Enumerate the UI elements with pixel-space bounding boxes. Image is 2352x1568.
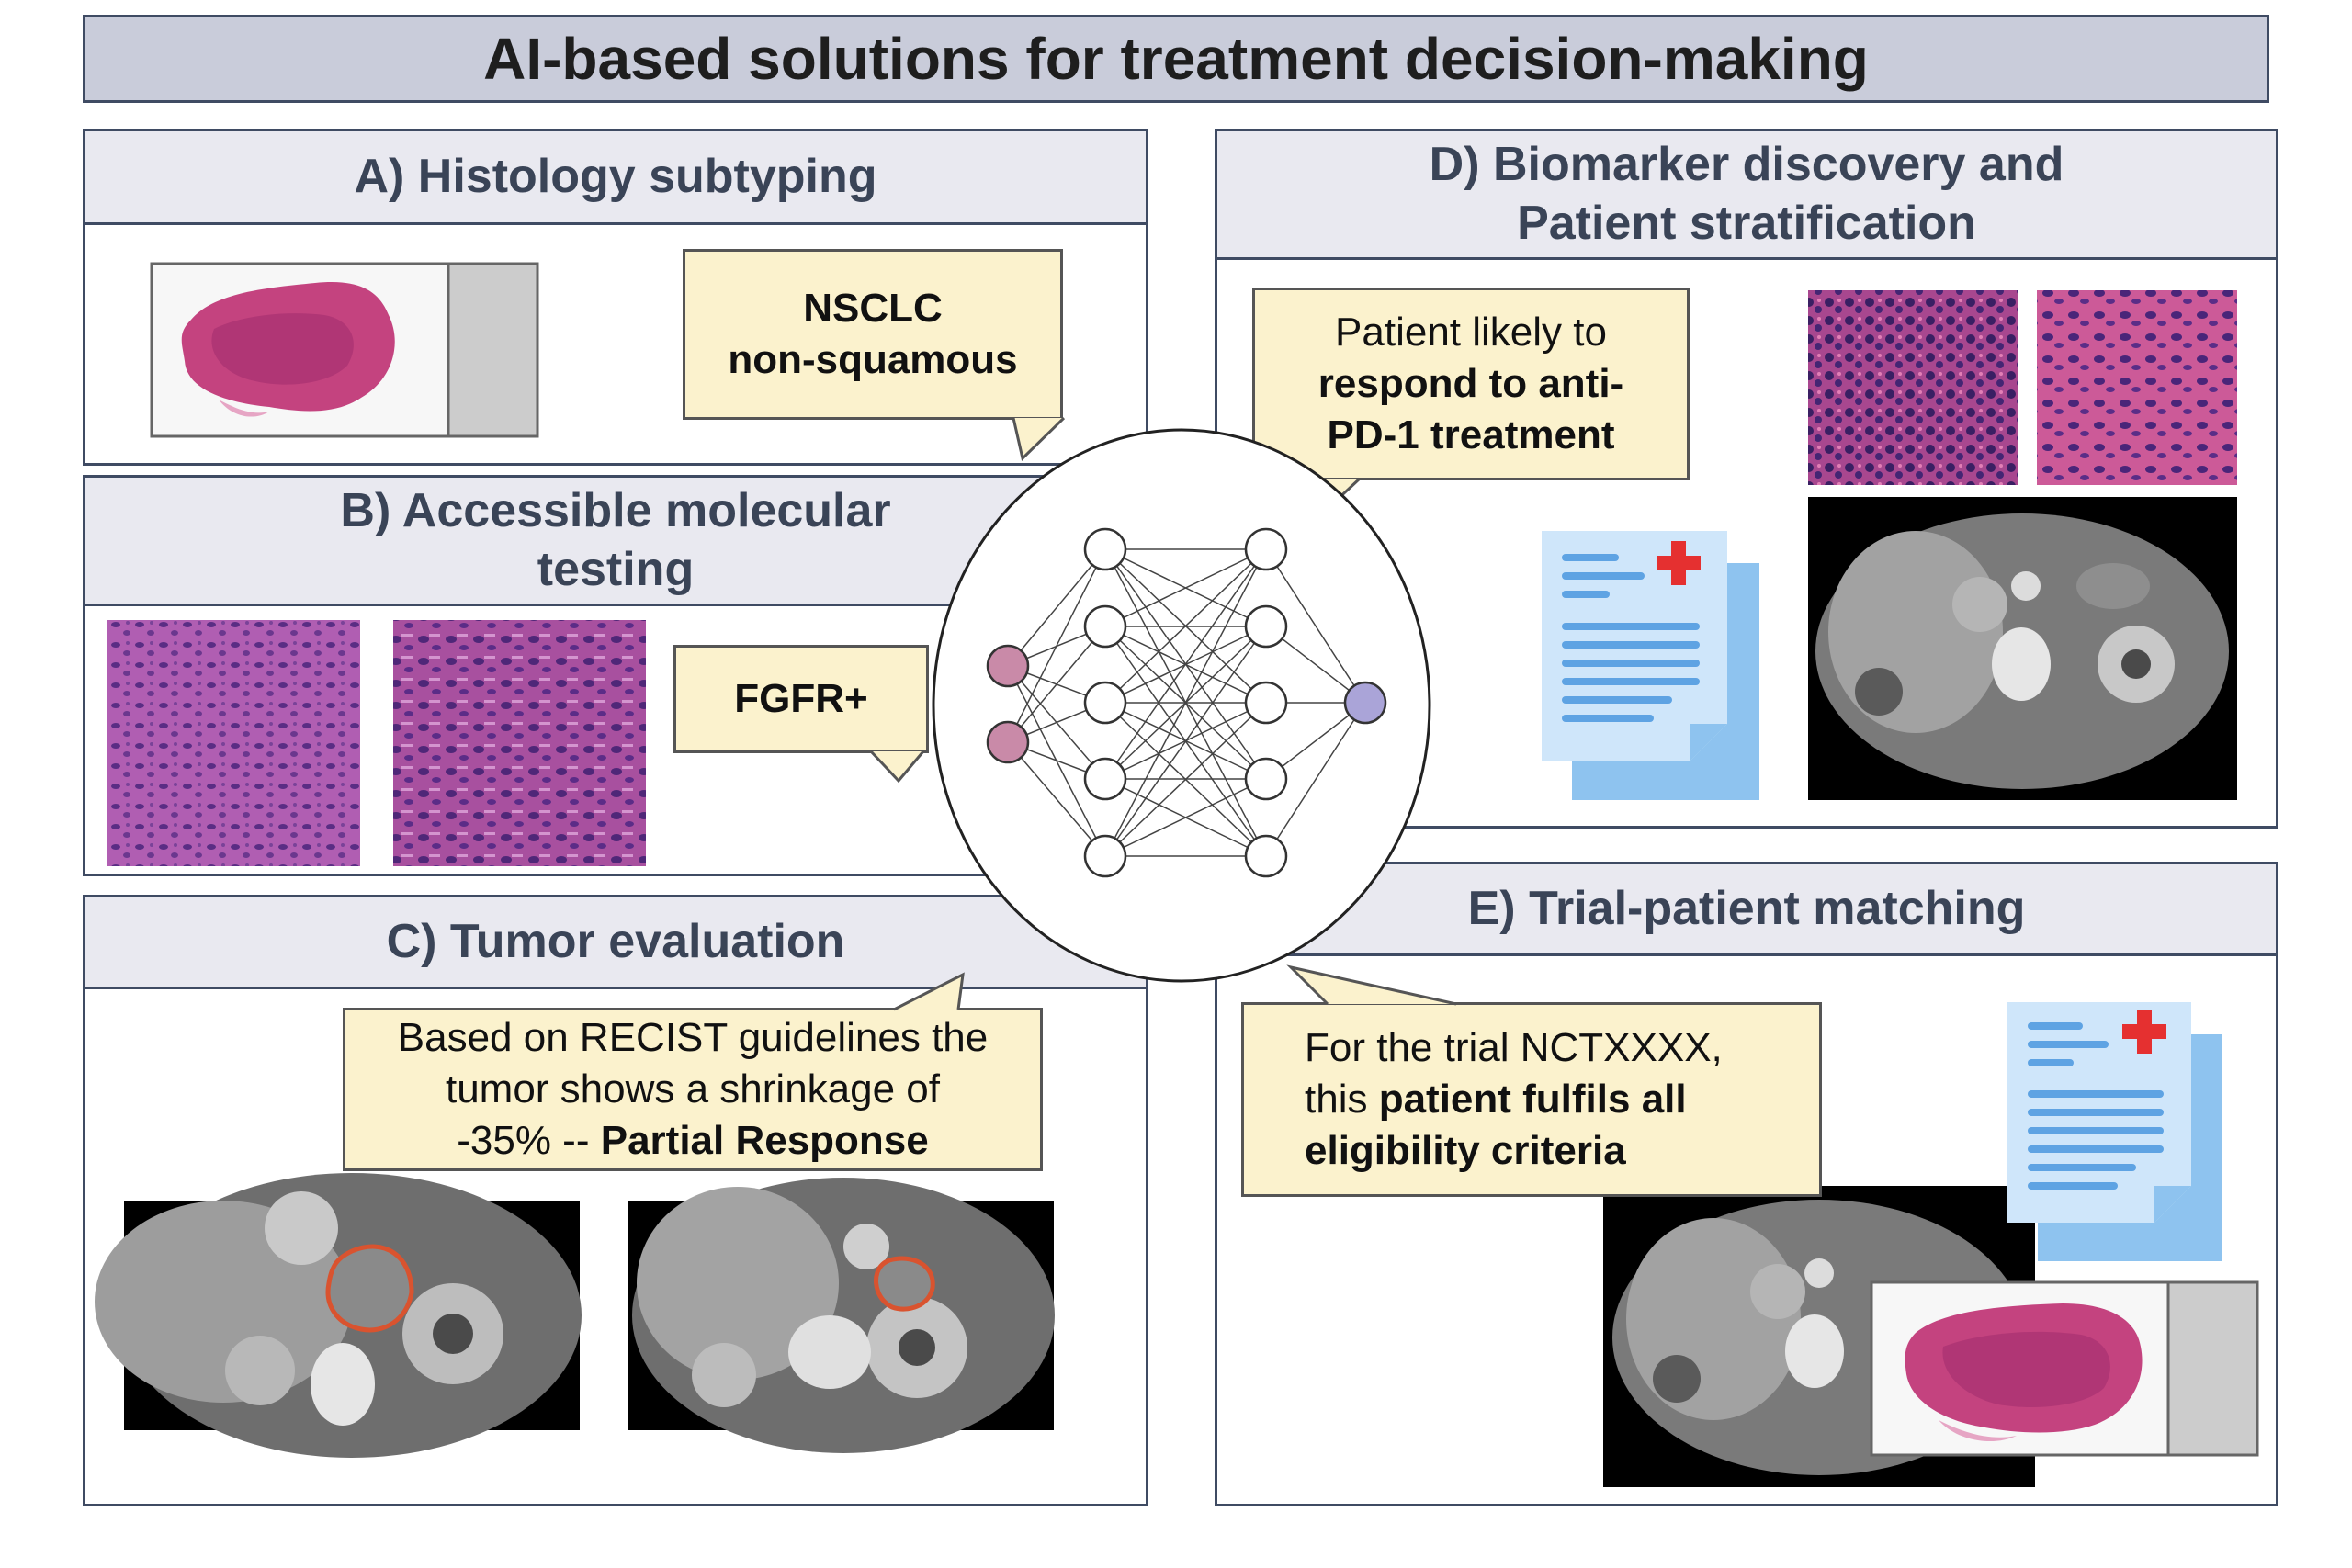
panel-d-bubble-line2: respond to anti- [1317, 360, 1624, 406]
panel-e-bubble-line2: this patient fulfils all [1305, 1074, 1687, 1125]
panel-e-bubble-line2-normal: this [1305, 1076, 1379, 1122]
panel-d-header: D) Biomarker discovery and Patient strat… [1217, 131, 2276, 260]
panel-a-header: A) Histology subtyping [85, 131, 1146, 225]
main-title: AI-based solutions for treatment decisio… [483, 26, 1869, 92]
panel-e-header: E) Trial-patient matching [1217, 864, 2276, 956]
panel-a-title: A) Histology subtyping [354, 149, 877, 203]
ct-scan-icon [1808, 497, 2237, 800]
he-tissue-patch-icon [107, 620, 646, 866]
panel-d-title-line1: D) Biomarker discovery and [1429, 138, 2064, 192]
panel-a-bubble-line2: non-squamous [728, 337, 1018, 382]
panel-b-bubble-text: FGFR+ [734, 675, 868, 721]
panel-b-speech-bubble: FGFR+ [673, 645, 929, 753]
ct-scan-icon [95, 1173, 1055, 1458]
panel-b-title-line1: B) Accessible molecular [340, 484, 891, 538]
panel-c-header: C) Tumor evaluation [85, 897, 1146, 989]
panel-c-bubble-line3: -35% -- Partial Response [457, 1115, 929, 1167]
he-tissue-patch-icon [2037, 290, 2237, 485]
histology-slide-icon [150, 262, 539, 438]
panel-e-images [1603, 1002, 2259, 1487]
medical-document-icon [1542, 531, 1759, 800]
panel-biomarker-discovery: D) Biomarker discovery and Patient strat… [1215, 129, 2278, 829]
panel-a-speech-bubble: NSCLC non-squamous [683, 249, 1063, 420]
histology-slide-icon [1870, 1280, 2259, 1457]
panel-trial-patient-matching: E) Trial-patient matching [1215, 862, 2278, 1506]
panel-c-title: C) Tumor evaluation [386, 914, 845, 968]
panel-b-title-line2: testing [537, 542, 695, 596]
panel-d-speech-bubble: Patient likely to respond to anti- PD-1 … [1252, 288, 1690, 480]
panel-tumor-evaluation: C) Tumor evaluation Based on RECIST guid… [83, 895, 1148, 1506]
panel-e-title: E) Trial-patient matching [1467, 881, 2026, 935]
panel-a-bubble-line1: NSCLC [803, 285, 943, 331]
panel-d-bubble-line3: PD-1 treatment [1327, 412, 1615, 458]
medical-document-icon [2007, 1002, 2222, 1261]
red-cross-icon [2122, 1010, 2166, 1054]
he-tissue-patch-icon [1808, 290, 2018, 485]
red-cross-icon [1657, 541, 1701, 585]
panel-c-bubble-line2: tumor shows a shrinkage of [445, 1066, 941, 1111]
panel-e-bubble-line2-bold: patient fulfils all [1378, 1076, 1687, 1122]
panel-e-bubble-line3: eligibility criteria [1305, 1128, 1626, 1174]
panel-c-bubble-line3-normal: -35% -- [457, 1118, 601, 1164]
panel-e-speech-bubble: For the trial NCTXXXX, this patient fulf… [1241, 1002, 1822, 1197]
main-title-bar: AI-based solutions for treatment decisio… [83, 15, 2269, 103]
panel-c-bubble-line1: Based on RECIST guidelines the [397, 1014, 989, 1060]
panel-c-speech-bubble: Based on RECIST guidelines the tumor sho… [343, 1008, 1043, 1171]
panel-e-bubble-line1: For the trial NCTXXXX, [1305, 1024, 1723, 1070]
panel-d-images [1542, 290, 2237, 800]
panel-d-bubble-line1: Patient likely to [1335, 309, 1607, 355]
panel-d-title-line2: Patient stratification [1517, 196, 1976, 250]
panel-c-bubble-line3-bold: Partial Response [600, 1118, 929, 1164]
panel-histology-subtyping: A) Histology subtyping NSCLC non-squamou… [83, 129, 1148, 466]
